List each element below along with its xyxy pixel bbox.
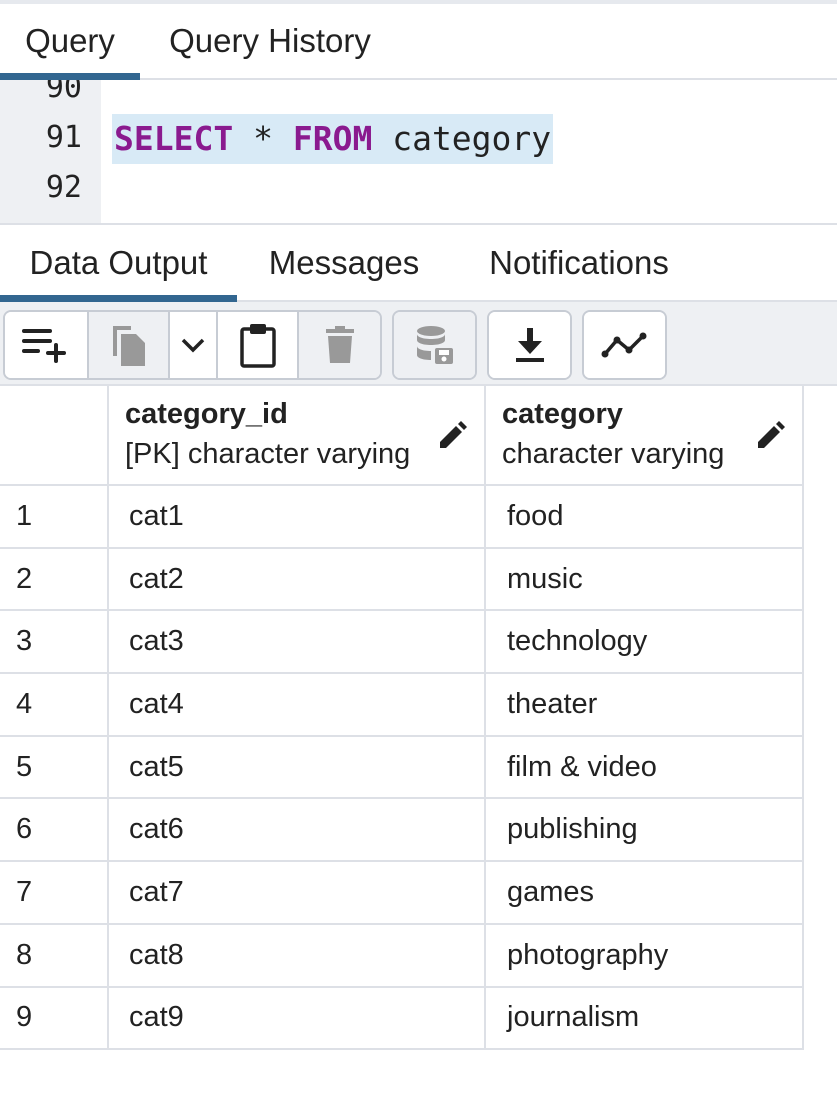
graph-button-group: [582, 310, 667, 380]
copy-icon: [113, 326, 146, 366]
download-icon: [515, 328, 544, 362]
pencil-icon[interactable]: [436, 420, 468, 452]
table-row[interactable]: 8 cat8 photography: [0, 924, 804, 988]
sql-keyword: SELECT: [114, 119, 234, 158]
results-grid: category_id [PK] character varying categ…: [0, 386, 804, 1051]
cell-category-id[interactable]: cat2: [109, 548, 486, 610]
row-number[interactable]: 6: [0, 799, 109, 861]
column-name: category_id: [125, 398, 288, 430]
save-data-icon: [416, 326, 453, 364]
table-row[interactable]: 2 cat2 music: [0, 548, 804, 612]
table-row[interactable]: 7 cat7 games: [0, 862, 804, 925]
cell-category-id[interactable]: cat8: [109, 924, 486, 986]
row-number[interactable]: 5: [0, 736, 109, 798]
cell-category[interactable]: publishing: [486, 799, 804, 861]
top-border: [0, 0, 837, 4]
line-number: 92: [45, 170, 82, 205]
cell-category[interactable]: games: [486, 862, 804, 923]
paste-icon: [239, 324, 276, 368]
editor-divider: [0, 223, 837, 225]
cell-category[interactable]: journalism: [486, 987, 804, 1049]
download-button-group: [487, 310, 572, 380]
row-number[interactable]: 8: [0, 924, 109, 986]
cell-category-id[interactable]: cat1: [109, 486, 486, 547]
add-row-button[interactable]: [5, 312, 89, 378]
line-number: 90: [45, 80, 82, 105]
cell-category[interactable]: technology: [486, 611, 804, 673]
cell-category-id[interactable]: cat4: [109, 674, 486, 735]
pencil-icon[interactable]: [754, 420, 786, 452]
row-number[interactable]: 9: [0, 987, 109, 1049]
line-number-gutter: 90 91 92: [0, 80, 101, 223]
column-type: character varying: [502, 438, 725, 470]
tab-data-output[interactable]: Data Output: [0, 225, 237, 302]
graph-visualiser-button[interactable]: [584, 312, 665, 378]
table-row[interactable]: 3 cat3 technology: [0, 611, 804, 675]
row-number[interactable]: 3: [0, 611, 109, 673]
grid-header: category_id [PK] character varying categ…: [0, 386, 804, 486]
cell-category-id[interactable]: cat6: [109, 799, 486, 861]
table-row[interactable]: 4 cat4 theater: [0, 674, 804, 737]
delete-icon: [325, 326, 354, 363]
copy-button[interactable]: [88, 312, 171, 378]
column-header-category-id[interactable]: category_id [PK] character varying: [109, 386, 486, 484]
tab-notifications[interactable]: Notifications: [489, 243, 669, 281]
table-row[interactable]: 1 cat1 food: [0, 486, 804, 549]
save-data-button[interactable]: [394, 312, 475, 378]
download-button[interactable]: [489, 312, 570, 378]
data-output-toolbar: [0, 302, 837, 386]
cell-category-id[interactable]: cat7: [109, 862, 486, 923]
cell-category[interactable]: photography: [486, 924, 804, 986]
code-line-selected[interactable]: SELECT * FROM category: [112, 114, 554, 164]
tab-messages[interactable]: Messages: [268, 243, 420, 281]
table-row[interactable]: 5 cat5 film & video: [0, 736, 804, 800]
tab-query[interactable]: Query: [0, 4, 140, 80]
cell-category-id[interactable]: cat3: [109, 611, 486, 673]
sql-keyword: FROM: [292, 119, 373, 158]
sql-table-name: category: [392, 119, 552, 158]
add-row-icon: [21, 329, 66, 363]
graph-visualiser-icon: [601, 332, 646, 358]
table-row[interactable]: 6 cat6 publishing: [0, 799, 804, 863]
delete-button[interactable]: [299, 312, 380, 378]
row-number[interactable]: 7: [0, 862, 109, 923]
cell-category-id[interactable]: cat5: [109, 736, 486, 798]
sql-star: *: [253, 119, 273, 158]
cell-category-id[interactable]: cat9: [109, 987, 486, 1049]
row-number[interactable]: 1: [0, 486, 109, 547]
copy-options-dropdown[interactable]: [170, 312, 218, 378]
column-type: [PK] character varying: [125, 438, 411, 470]
row-number-header[interactable]: [0, 386, 109, 484]
edit-button-group: [3, 310, 382, 380]
table-row[interactable]: 9 cat9 journalism: [0, 987, 804, 1051]
line-number: 91: [45, 120, 82, 155]
cell-category[interactable]: food: [486, 486, 804, 547]
save-button-group: [392, 310, 477, 380]
cell-category[interactable]: theater: [486, 674, 804, 735]
chevron-down-icon: [181, 338, 205, 353]
cell-category[interactable]: music: [486, 548, 804, 610]
column-header-category[interactable]: category character varying: [486, 386, 804, 484]
output-tab-bar: Data Output Messages Notifications: [0, 225, 837, 302]
cell-category[interactable]: film & video: [486, 736, 804, 798]
row-number[interactable]: 2: [0, 548, 109, 610]
query-tab-bar: Query Query History: [0, 4, 837, 80]
column-name: category: [502, 398, 623, 430]
row-number[interactable]: 4: [0, 674, 109, 735]
paste-button[interactable]: [217, 312, 300, 378]
sql-editor[interactable]: 90 91 92 SELECT * FROM category: [0, 80, 837, 223]
tab-query-history[interactable]: Query History: [169, 22, 371, 59]
